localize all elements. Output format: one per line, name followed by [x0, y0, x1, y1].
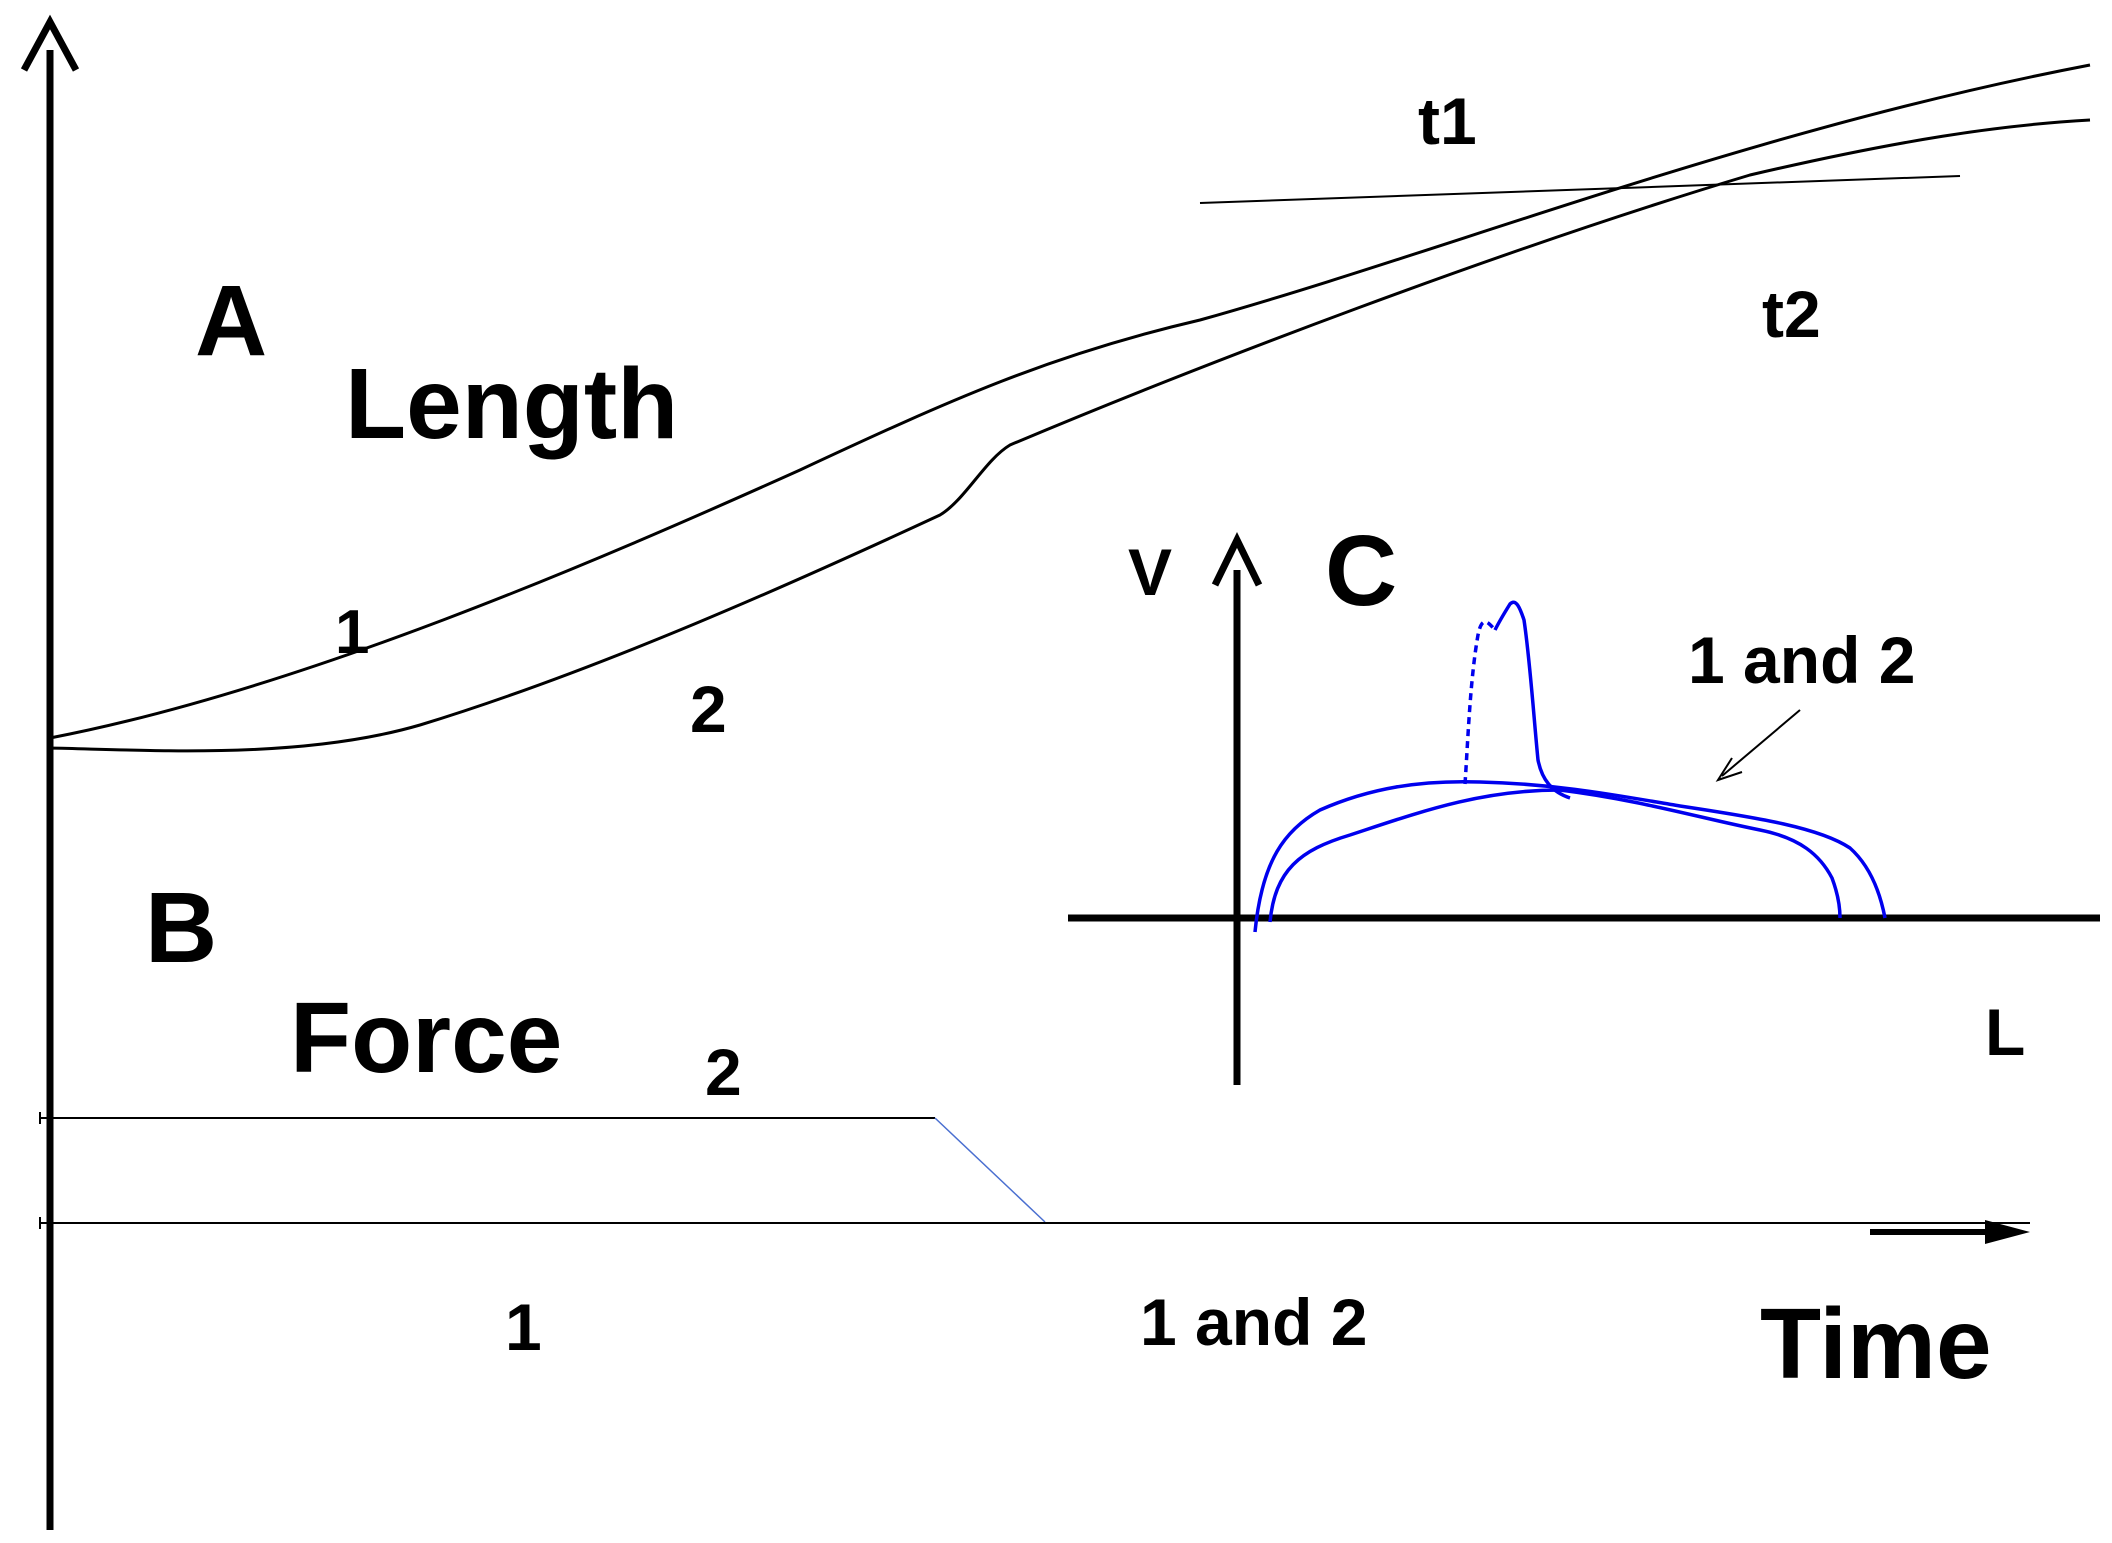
length-label: Length [345, 348, 678, 460]
velocity-trace-1 [1253, 779, 1887, 933]
inset-velocity-traces [1253, 600, 1887, 933]
force-label: Force [290, 982, 562, 1094]
panel-c-letter: C [1325, 515, 1397, 627]
velocity-trace-2 [1268, 788, 1842, 923]
velocity-trace-spike [1493, 600, 1571, 800]
inset-curve-label: 1 and 2 [1688, 623, 1915, 697]
force-trace-2-drop [934, 1117, 1046, 1223]
tangent-t2-label: t2 [1762, 277, 1821, 351]
inset-velocity-axis-arrowhead [1211, 532, 1263, 587]
curve-2-label: 2 [690, 672, 727, 746]
length-curve-2 [49, 118, 2091, 753]
force-both-label: 1 and 2 [1140, 1285, 1367, 1359]
force-1-label: 1 [505, 1290, 542, 1364]
velocity-trace-spike-dashed [1463, 620, 1497, 785]
tangent-t1-label: t1 [1418, 84, 1477, 158]
time-arrow-head [1985, 1220, 2030, 1244]
length-curve-1 [49, 63, 2091, 740]
time-axis-label: Time [1760, 1288, 1992, 1400]
main-vertical-axis-arrowhead [20, 14, 80, 72]
inset-pointer-arrow [1721, 709, 1801, 777]
tangent-line [1199, 175, 1961, 204]
force-2-label: 2 [705, 1035, 742, 1109]
inset-pointer-arrowhead [1715, 757, 1743, 782]
inset-l-label: L [1985, 995, 2025, 1069]
inset-v-label: V [1128, 535, 1172, 609]
curve-1-label: 1 [335, 598, 369, 667]
panel-a-letter: A [195, 265, 267, 377]
panel-b-letter: B [145, 872, 217, 984]
